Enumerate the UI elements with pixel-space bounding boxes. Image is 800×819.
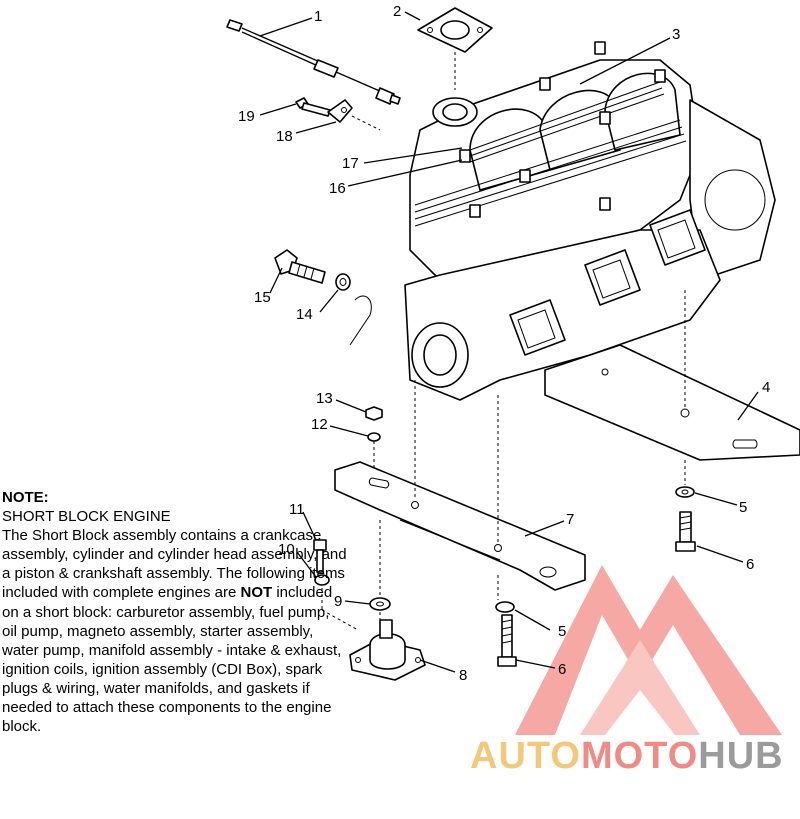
callout-11: 11 [289, 501, 305, 518]
rubber-engine-mount [349, 619, 426, 681]
watermark-auto: AUTO [470, 735, 581, 777]
note-subheading: SHORT BLOCK ENGINE [2, 508, 171, 526]
nut-and-washer [365, 406, 383, 470]
note-heading: NOTE: [2, 489, 49, 506]
callout-9: 9 [334, 593, 342, 610]
callout-5-right: 5 [739, 499, 747, 516]
callout-17: 17 [342, 155, 359, 172]
front-washer-and-bolt [495, 601, 517, 667]
callout-12: 12 [311, 416, 328, 433]
callout-19: 19 [238, 108, 255, 125]
short-block-note: NOTE: SHORT BLOCK ENGINE The Short Block… [2, 488, 347, 736]
exhaust-gasket [417, 7, 493, 90]
callout-18: 18 [276, 128, 293, 145]
leader-lines [259, 11, 759, 673]
callout-2: 2 [393, 3, 401, 20]
callout-labels: 1 2 3 4 5 5 6 6 7 8 9 10 11 12 13 14 15 … [238, 3, 770, 684]
rear-washer-and-bolt [675, 486, 696, 552]
mount-washer [369, 520, 391, 620]
watermark-hub: HUB [698, 735, 783, 777]
callout-16: 16 [329, 180, 346, 197]
callout-5-center: 5 [558, 623, 566, 640]
callout-1: 1 [314, 8, 322, 25]
mount-bolt-left [313, 539, 359, 631]
side-bolt-and-washer [274, 249, 372, 346]
callout-15: 15 [254, 289, 271, 306]
callout-3: 3 [672, 26, 680, 43]
note-body: The Short Block assembly contains a cran… [2, 526, 347, 736]
note-body-end: included on a short block: carburetor as… [2, 584, 342, 736]
callout-10: 10 [278, 541, 295, 558]
callout-13: 13 [316, 390, 333, 407]
callout-8: 8 [459, 667, 467, 684]
note-body-bold: NOT [240, 584, 273, 602]
note-body-start: The Short Block assembly contains a cran… [2, 527, 347, 602]
front-mount-bracket [334, 380, 586, 600]
watermark-moto: MOTO [581, 735, 698, 777]
callout-7: 7 [566, 511, 574, 528]
engine-block [404, 41, 776, 401]
watermark-text: AUTOMOTOHUB [470, 735, 784, 777]
callout-4: 4 [762, 379, 770, 396]
callout-14: 14 [296, 306, 313, 323]
wire-clip-and-screw [295, 97, 381, 131]
callout-6-center: 6 [558, 661, 566, 678]
watermark-logo [515, 565, 782, 735]
spark-plug-wire [226, 19, 401, 105]
callout-6-right: 6 [746, 556, 754, 573]
rear-mount-bracket [544, 290, 800, 485]
